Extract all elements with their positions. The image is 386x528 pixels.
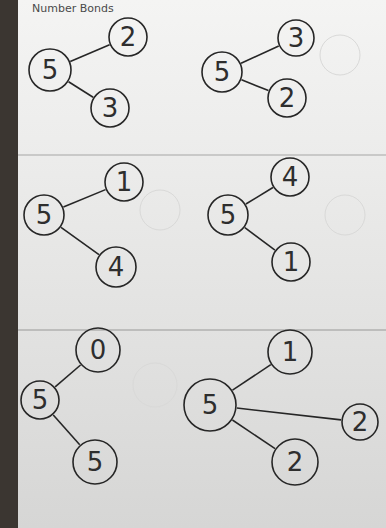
bond-line (237, 408, 341, 420)
worksheet-paper (18, 0, 386, 528)
number-circle: 3 (90, 88, 130, 128)
bond-line (233, 365, 271, 390)
number-circle: 2 (271, 438, 319, 486)
number-circle: 4 (270, 157, 310, 197)
bond-line (246, 187, 273, 204)
number-text: 5 (36, 202, 53, 228)
bond-line (245, 228, 275, 250)
bond-line (70, 45, 109, 62)
number-text: 5 (220, 202, 237, 228)
fold-line (18, 329, 386, 331)
number-circle: 5 (28, 48, 72, 92)
number-text: 4 (282, 164, 299, 190)
number-circle: 3 (277, 19, 315, 57)
faint-printed-circles (133, 35, 365, 407)
number-text: 5 (214, 59, 231, 85)
worksheet-title: Number Bonds (32, 2, 114, 15)
bond-line (241, 80, 268, 91)
number-circle: 5 (201, 51, 243, 93)
number-circle: 2 (341, 403, 379, 441)
number-circle: 5 (23, 194, 65, 236)
number-circle: 4 (95, 246, 137, 288)
number-text: 2 (287, 449, 304, 475)
number-text: 4 (108, 254, 125, 280)
number-circle: 5 (183, 378, 237, 432)
number-text: 5 (87, 449, 104, 475)
number-text: 0 (90, 337, 107, 363)
bond-line (53, 415, 79, 445)
bond-line (63, 190, 105, 207)
number-circle: 5 (20, 380, 60, 420)
number-text: 1 (283, 249, 300, 275)
number-circle: 1 (104, 162, 144, 202)
number-circle: 5 (72, 439, 118, 485)
number-circle: 2 (108, 17, 148, 57)
number-text: 2 (352, 409, 369, 435)
number-circle: 1 (271, 242, 311, 282)
number-text: 3 (288, 25, 305, 51)
bond-line (61, 227, 99, 254)
number-text: 1 (282, 339, 299, 365)
number-circle: 1 (267, 329, 313, 375)
number-text: 1 (116, 169, 133, 195)
number-text: 2 (120, 24, 137, 50)
number-circle: 0 (75, 327, 121, 373)
number-text: 2 (279, 85, 296, 111)
bond-line (55, 365, 80, 387)
bond-line (241, 46, 279, 63)
bond-line (69, 82, 94, 98)
fold-line (18, 154, 386, 156)
number-text: 3 (102, 95, 119, 121)
number-text: 5 (202, 392, 219, 418)
number-text: 5 (32, 387, 49, 413)
bond-line (232, 420, 275, 449)
number-circle: 5 (207, 194, 249, 236)
number-text: 5 (42, 57, 59, 83)
number-circle: 2 (267, 78, 307, 118)
